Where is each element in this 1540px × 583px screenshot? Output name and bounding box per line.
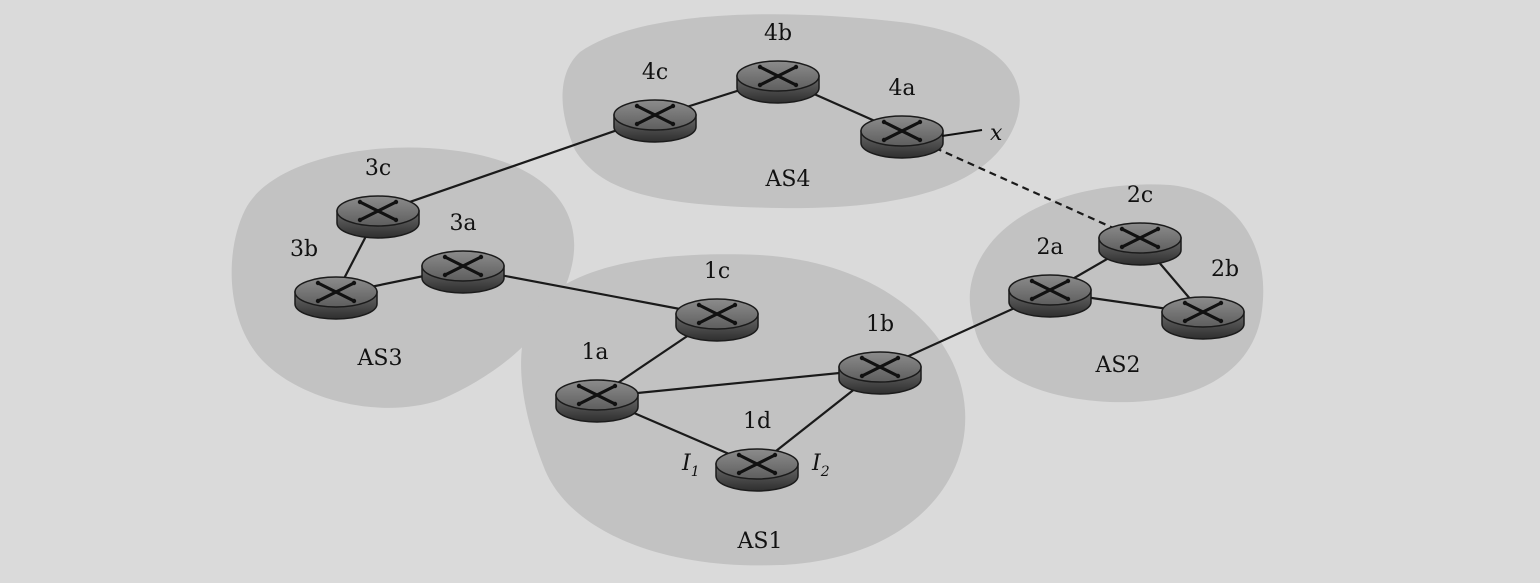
router-4c[interactable] — [613, 99, 697, 143]
interface-label-i1: I1 — [681, 451, 700, 480]
router-label-1c: 1c — [704, 259, 730, 284]
router-2a-arrows-icon — [1029, 278, 1071, 302]
as4-region — [562, 14, 1020, 209]
router-label-4b: 4b — [764, 21, 792, 46]
router-label-4c: 4c — [642, 60, 668, 85]
router-1c-arrows-icon — [696, 302, 738, 326]
router-4c-arrows-icon — [634, 103, 676, 127]
link-1a-1b — [596, 367, 881, 399]
router-4b[interactable] — [736, 60, 820, 104]
router-2b-arrows-icon — [1182, 300, 1224, 324]
router-label-3b: 3b — [290, 237, 318, 262]
router-4b-arrows-icon — [757, 64, 799, 88]
as-labels: AS1 AS2 AS3 AS4 — [357, 167, 1141, 554]
router-3a[interactable] — [421, 250, 505, 294]
as-label-as3: AS3 — [357, 346, 403, 371]
interface-labels: I1 I2 — [681, 451, 830, 480]
router-1a-arrows-icon — [576, 383, 618, 407]
router-label-1d: 1d — [743, 409, 771, 434]
as-label-as2: AS2 — [1095, 353, 1141, 378]
router-1a[interactable] — [555, 379, 639, 423]
as-label-as4: AS4 — [765, 167, 811, 192]
routers — [294, 60, 1245, 492]
link-3a-1c — [462, 266, 718, 318]
router-3c[interactable] — [336, 195, 420, 239]
router-label-2c: 2c — [1127, 183, 1153, 208]
router-label-3a: 3a — [449, 211, 476, 236]
link-4a-2c-dashed — [901, 131, 1141, 242]
router-3c-arrows-icon — [357, 199, 399, 223]
router-1d[interactable] — [715, 448, 799, 492]
router-label-3c: 3c — [365, 156, 391, 181]
router-label-2a: 2a — [1036, 235, 1063, 260]
prefix-x-label: x — [990, 121, 1003, 146]
as3-region — [231, 147, 575, 408]
router-3a-arrows-icon — [442, 254, 484, 278]
router-label-2b: 2b — [1211, 257, 1239, 282]
link-4c-3c — [377, 115, 656, 215]
router-label-1b: 1b — [866, 312, 894, 337]
router-2b[interactable] — [1161, 296, 1245, 340]
interface-i1-base: I — [681, 451, 692, 476]
as1-region — [521, 254, 966, 566]
router-4a[interactable] — [860, 115, 944, 159]
as-regions — [231, 14, 1264, 566]
router-2c-arrows-icon — [1119, 226, 1161, 250]
router-3b-arrows-icon — [315, 280, 357, 304]
router-1d-arrows-icon — [736, 452, 778, 476]
router-label-1a: 1a — [581, 340, 608, 365]
prefix-x: x — [941, 121, 1003, 146]
interface-i1-sub: 1 — [691, 464, 700, 480]
router-1b[interactable] — [838, 351, 922, 395]
router-2a[interactable] — [1008, 274, 1092, 318]
router-label-4a: 4a — [888, 76, 915, 101]
interface-i2-sub: 2 — [820, 464, 830, 480]
as2-region — [969, 184, 1264, 403]
router-2c[interactable] — [1098, 222, 1182, 266]
as-label-as1: AS1 — [737, 529, 783, 554]
router-labels: 4b 4c 4a 3c 3a 3b 1c 1a 1b 1d 2a 2c 2b — [290, 21, 1239, 434]
router-1b-arrows-icon — [859, 355, 901, 379]
router-4a-arrows-icon — [881, 119, 923, 143]
router-3b[interactable] — [294, 276, 378, 320]
interface-label-i2: I2 — [811, 451, 830, 480]
interface-i2-base: I — [811, 451, 822, 476]
router-1c[interactable] — [675, 298, 759, 342]
